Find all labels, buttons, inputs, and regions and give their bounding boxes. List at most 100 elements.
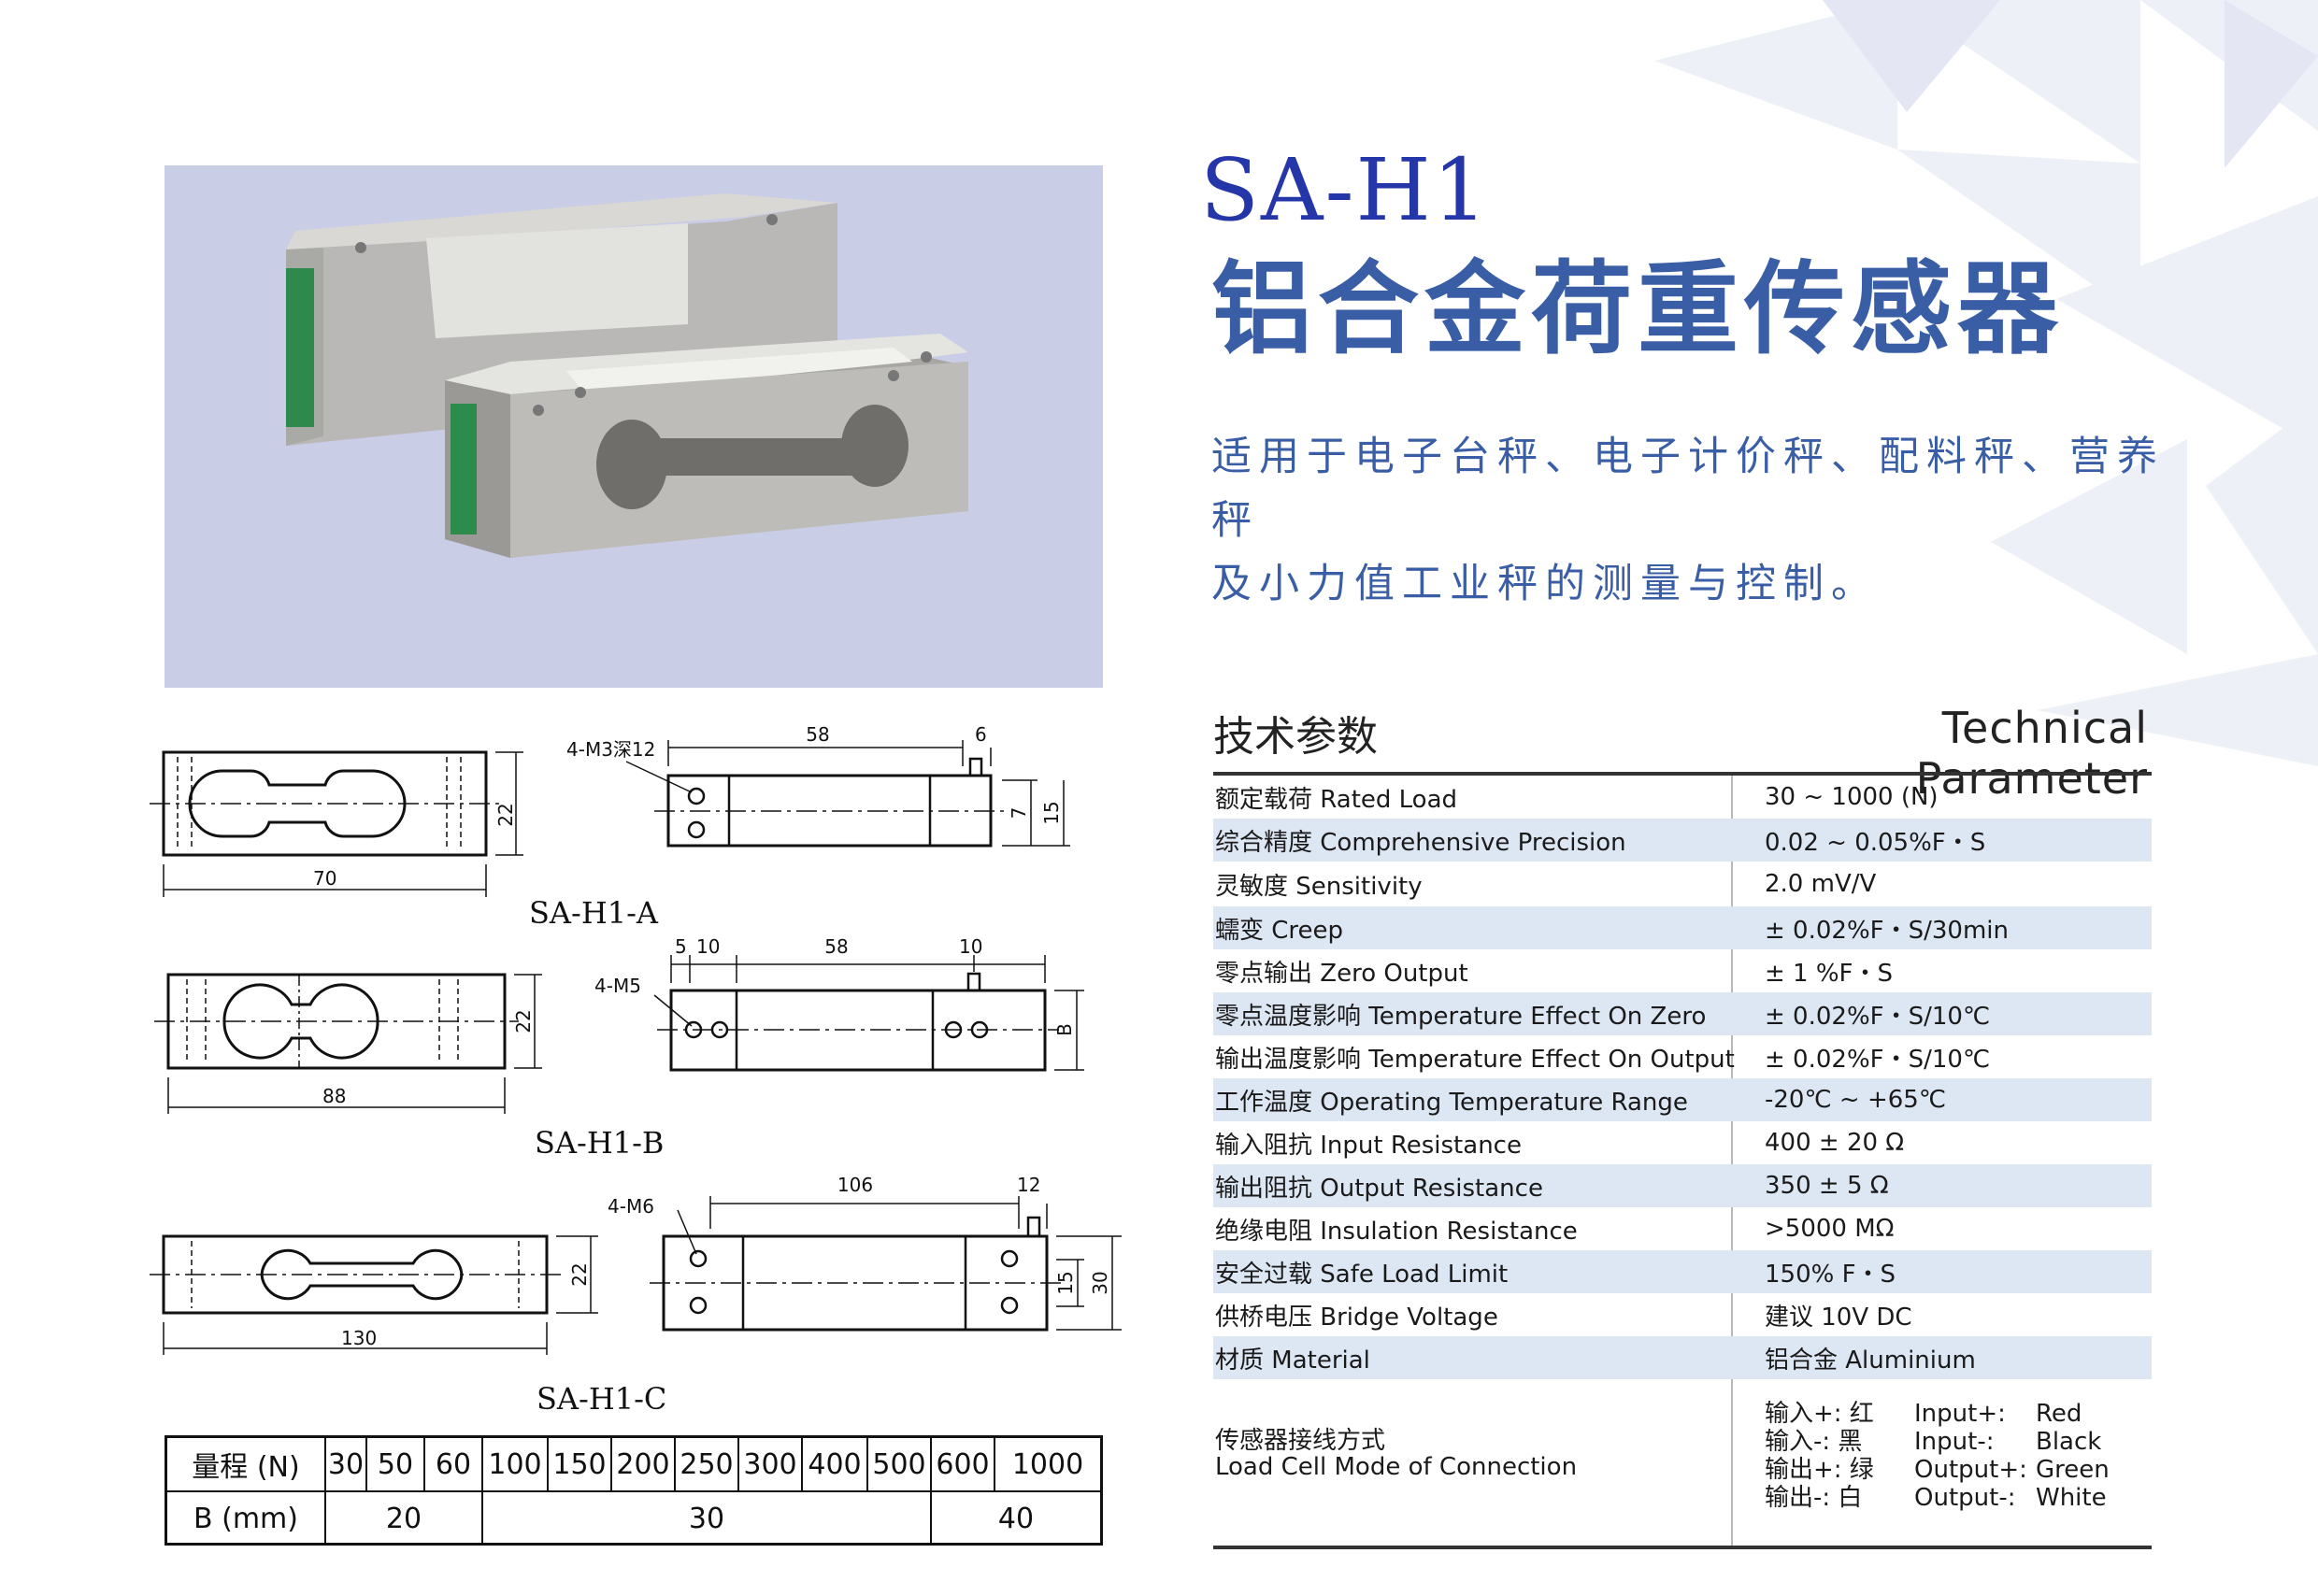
param-value: 350 ± 5 Ω xyxy=(1765,1172,1889,1200)
dim-b-hole: 4-M5 xyxy=(594,975,641,997)
product-description: 适用于电子台秤、电子计价秤、配料秤、营养秤 及小力值工业秤的测量与控制。 xyxy=(1211,425,2165,616)
param-row: 零点输出 Zero Output ± 1 %F・S xyxy=(1213,949,2152,992)
dim-a-h2: 15 xyxy=(1040,801,1063,824)
b-value-cell: 40 xyxy=(930,1492,1100,1545)
dim-c-span: 106 xyxy=(837,1174,873,1196)
product-photo xyxy=(165,165,1103,688)
param-label: 零点输出 Zero Output xyxy=(1215,959,1468,988)
b-value-cell: 30 xyxy=(481,1492,930,1545)
table-column-divider xyxy=(1731,776,1733,1546)
dim-a-height: 22 xyxy=(494,803,517,826)
wire-en: Input-: xyxy=(1914,1428,1995,1456)
range-header: 量程 (N) xyxy=(192,1451,300,1484)
wire-color: Black xyxy=(2036,1428,2102,1456)
wire-cn: 输出-: 白 xyxy=(1765,1484,1863,1512)
wire-list: 输入+: 红 Input+: Red 输入-: 黑 Input-: Black 输出+:… xyxy=(1765,1400,2110,1512)
capacity-cell: 150 xyxy=(547,1438,610,1490)
dim-b-s1: 5 xyxy=(675,935,687,958)
param-value: 建议 10V DC xyxy=(1765,1303,1912,1332)
drawing-a-side-view xyxy=(625,740,1070,848)
capacity-cell: 600 xyxy=(930,1438,994,1490)
dim-c-length: 130 xyxy=(341,1327,377,1349)
param-label: 灵敏度 Sensitivity xyxy=(1215,872,1423,901)
dim-b-span: 58 xyxy=(824,935,848,958)
param-label: 蠕变 Creep xyxy=(1215,916,1344,945)
dim-a-hole: 4-M3深12 xyxy=(566,738,655,761)
table-top-rule xyxy=(1213,772,2152,776)
dim-a-span: 58 xyxy=(806,723,829,746)
param-value: 400 ± 20 Ω xyxy=(1765,1129,1905,1157)
drawing-c-side-view xyxy=(650,1196,1122,1332)
connection-row: 传感器接线方式 Load Cell Mode of Connection 输入+… xyxy=(1213,1381,2152,1546)
param-label: 综合精度 Comprehensive Precision xyxy=(1215,828,1626,857)
param-row: 输出阻抗 Output Resistance 350 ± 5 Ω xyxy=(1213,1164,2152,1207)
wire-color: Red xyxy=(2036,1400,2082,1428)
capacity-cell: 300 xyxy=(737,1438,801,1490)
dim-c-h1: 15 xyxy=(1054,1271,1077,1294)
capacity-cell: 250 xyxy=(674,1438,737,1490)
drawing-c-top-view xyxy=(150,1234,598,1355)
connection-label-cn: 传感器接线方式 xyxy=(1215,1427,1386,1455)
param-value: 30 ~ 1000 (N) xyxy=(1765,783,1939,811)
range-table-row: B (mm) 20 30 40 xyxy=(167,1492,1100,1545)
param-label: 安全过载 Safe Load Limit xyxy=(1215,1260,1509,1289)
range-header: B (mm) xyxy=(193,1502,298,1535)
product-title: 铝合金荷重传感器 xyxy=(1211,251,2065,368)
technical-drawings: 70 22 4-M3深12 58 6 7 15 88 22 4-M5 5 10 … xyxy=(150,723,1122,1355)
dim-c-h2: 30 xyxy=(1089,1271,1111,1294)
param-value: ± 1 %F・S xyxy=(1765,959,1894,988)
param-row: 额定载荷 Rated Load 30 ~ 1000 (N) xyxy=(1213,776,2152,819)
table-bottom-rule xyxy=(1213,1546,2152,1549)
drawing-b-top-view xyxy=(154,973,542,1114)
params-heading-cn: 技术参数 xyxy=(1213,713,1378,761)
load-cell-illustration xyxy=(286,193,968,558)
wire-cn: 输出+: 绿 xyxy=(1765,1456,1874,1484)
wire-en: Input+: xyxy=(1914,1400,2006,1428)
capacity-cell: 500 xyxy=(866,1438,930,1490)
param-label: 输出阻抗 Output Resistance xyxy=(1215,1174,1543,1203)
param-label: 额定载荷 Rated Load xyxy=(1215,785,1458,814)
capacity-cell: 30 xyxy=(324,1438,365,1490)
capacity-cell: 50 xyxy=(365,1438,423,1490)
b-value-cell: 20 xyxy=(324,1492,481,1545)
drawing-caption: SA-H1-C xyxy=(537,1381,667,1417)
param-value: ± 0.02%F・S/10℃ xyxy=(1765,1045,1991,1074)
param-label: 材质 Material xyxy=(1215,1346,1370,1375)
dim-b-s2: 10 xyxy=(696,935,720,958)
wire-cn: 输入+: 红 xyxy=(1765,1400,1874,1428)
param-row: 蠕变 Creep ± 0.02%F・S/30min xyxy=(1213,906,2152,949)
drawing-caption: SA-H1-A xyxy=(529,895,659,931)
dim-a-h1: 7 xyxy=(1008,807,1030,819)
wire-en: Output-: xyxy=(1914,1484,2016,1512)
dim-b-hlabel: B xyxy=(1053,1023,1076,1036)
param-label: 供桥电压 Bridge Voltage xyxy=(1215,1303,1498,1332)
dim-a-end: 6 xyxy=(975,723,987,746)
dim-c-hole: 4-M6 xyxy=(608,1195,654,1218)
dim-b-height: 22 xyxy=(512,1009,535,1033)
param-label: 输入阻抗 Input Resistance xyxy=(1215,1131,1522,1160)
drawing-b-side-view xyxy=(653,955,1084,1072)
param-value: 0.02 ~ 0.05%F・S xyxy=(1765,828,1986,857)
description-line: 及小力值工业秤的测量与控制。 xyxy=(1211,561,1879,607)
param-value: -20℃ ~ +65℃ xyxy=(1765,1086,1947,1114)
drawing-caption: SA-H1-B xyxy=(535,1125,665,1161)
wire-en: Output+: xyxy=(1914,1456,2027,1484)
wire-cn: 输入-: 黑 xyxy=(1765,1428,1863,1456)
param-row: 材质 Material 铝合金 Aluminium xyxy=(1213,1336,2152,1379)
range-table: 量程 (N) 30 50 60 100 150 200 250 300 400 … xyxy=(165,1435,1103,1546)
dim-b-end: 10 xyxy=(959,935,982,958)
param-row: 工作温度 Operating Temperature Range-20℃ ~ +… xyxy=(1213,1078,2152,1121)
dim-a-length: 70 xyxy=(313,867,336,890)
capacity-cell: 100 xyxy=(481,1438,547,1490)
param-row: 输入阻抗 Input Resistance 400 ± 20 Ω xyxy=(1213,1121,2152,1164)
param-row: 供桥电压 Bridge Voltage 建议 10V DC xyxy=(1213,1293,2152,1336)
param-label: 输出温度影响 Temperature Effect On Output xyxy=(1215,1045,1735,1074)
param-value: ± 0.02%F・S/30min xyxy=(1765,916,2009,945)
param-row: 综合精度 Comprehensive Precision 0.02 ~ 0.05%… xyxy=(1213,819,2152,862)
wire-item: 输入+: 红 Input+: Red xyxy=(1765,1400,2110,1428)
param-value: 铝合金 Aluminium xyxy=(1765,1346,1976,1375)
